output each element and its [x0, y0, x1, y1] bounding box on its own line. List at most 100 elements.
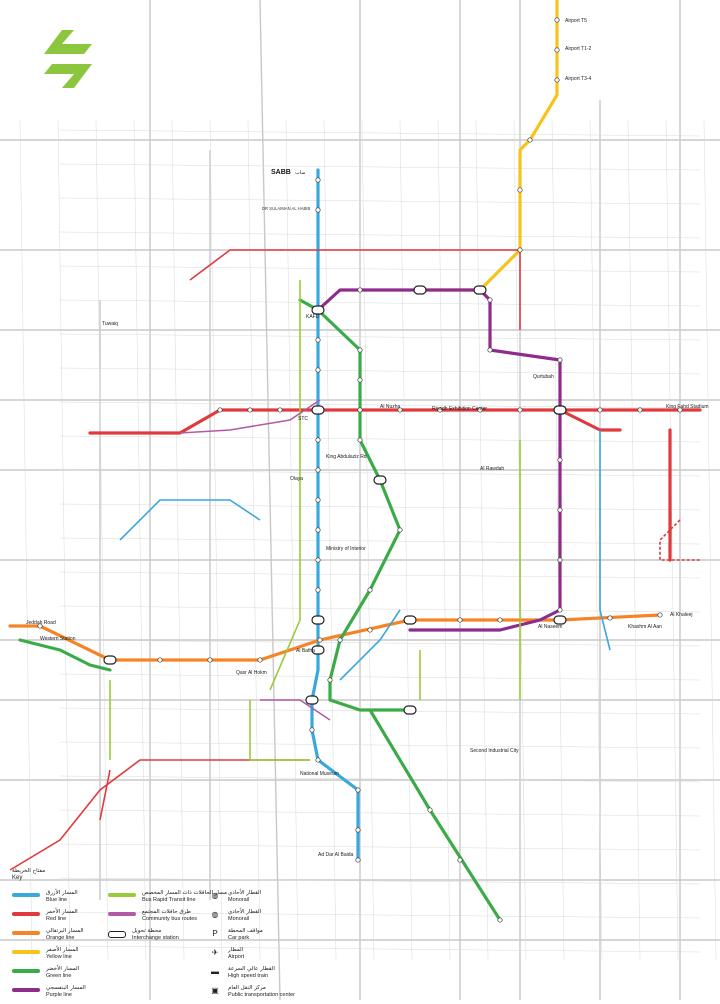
kafd-label: KAFD	[306, 314, 320, 320]
airport-t3-label: Airport T3-4	[565, 76, 592, 82]
legend-swatch	[12, 988, 40, 992]
station	[557, 457, 563, 463]
legend-label-en: Orange line	[46, 934, 75, 941]
station	[315, 587, 321, 593]
station	[357, 437, 363, 443]
station	[607, 615, 613, 621]
station	[517, 407, 523, 413]
station	[315, 497, 321, 503]
legend-label-en: Bus Rapid Transit line	[142, 896, 196, 903]
interchange-station	[553, 615, 567, 625]
station	[554, 17, 560, 23]
station	[457, 617, 463, 623]
interchange-station	[311, 645, 325, 655]
qasr-label: Qasr Al Hokm	[236, 670, 267, 676]
sulaiman-habib-label: DR SULAIMAN AL HABIB	[262, 206, 310, 211]
legend-swatch	[108, 931, 126, 938]
station	[357, 377, 363, 383]
major-street	[259, 0, 281, 1000]
legend-label-en: Community bus routes	[142, 915, 198, 922]
legend-label-ar: القطار الأحادي	[228, 909, 262, 915]
station	[497, 617, 503, 623]
minor-street	[59, 197, 701, 205]
minor-street	[59, 231, 701, 239]
legend-label-ar: المسار الأحمر	[46, 909, 78, 915]
station	[315, 437, 321, 443]
interchange-station	[311, 305, 325, 315]
interchange-station	[403, 705, 417, 715]
stadium-label: King Fahd Stadium	[666, 404, 709, 410]
station	[355, 827, 361, 833]
minor-street	[59, 299, 701, 307]
station	[367, 587, 373, 593]
sabb-arabic-label: ساب	[295, 170, 305, 176]
legend-label-ar: المسار الأصفر	[46, 947, 79, 953]
minor-street	[59, 775, 701, 783]
minor-street	[209, 119, 223, 961]
minor-street	[475, 119, 489, 961]
legend-label-en: Purple line	[46, 991, 72, 998]
bus-red-north	[189, 249, 521, 330]
legend-swatch	[12, 950, 40, 954]
station	[487, 297, 493, 303]
station	[315, 177, 321, 183]
monorail-icon: ◍	[211, 890, 219, 900]
station	[217, 407, 223, 413]
legend-label-ar: القطار الأحادي	[228, 890, 262, 896]
legend-title-ar: مفتاح الخريطة	[12, 868, 46, 874]
station	[247, 407, 253, 413]
minor-street	[703, 119, 717, 961]
legend-label-en: Monorail	[228, 896, 250, 903]
station	[157, 657, 163, 663]
legend-swatch	[12, 893, 40, 897]
station	[315, 337, 321, 343]
station	[315, 757, 321, 763]
minor-street	[59, 843, 701, 851]
legend-swatch	[108, 893, 136, 897]
station	[315, 367, 321, 373]
minor-street	[665, 119, 679, 961]
legend-label-en: Yellow line	[46, 953, 72, 960]
legend-swatch	[12, 969, 40, 973]
station	[397, 407, 403, 413]
legend-label-ar: المسار البنفسجي	[46, 985, 86, 991]
ministry-label: Ministry of Interior	[326, 546, 366, 552]
minor-street	[59, 163, 701, 171]
station	[315, 207, 321, 213]
minor-street	[437, 119, 451, 961]
legend-swatch	[12, 912, 40, 916]
station	[357, 347, 363, 353]
station	[677, 407, 683, 413]
legend-label-ar: المسار الأزرق	[46, 890, 78, 896]
transport-center-icon: ▣	[211, 985, 219, 995]
tuwaiq-label: Tuwaiq	[102, 321, 118, 327]
minor-street	[95, 119, 109, 961]
station	[527, 137, 533, 143]
minor-street	[589, 119, 603, 961]
station	[277, 407, 283, 413]
legend-label-ar: المسار الأخضر	[46, 966, 80, 972]
legend-label-ar: محطة تحويل	[132, 928, 162, 934]
minor-street	[59, 469, 701, 477]
al-naseem-label: Al Naseem	[538, 624, 562, 630]
legend-label-ar: القطار عالي السرعة	[228, 966, 275, 972]
station	[327, 677, 333, 683]
minor-street	[19, 119, 33, 961]
